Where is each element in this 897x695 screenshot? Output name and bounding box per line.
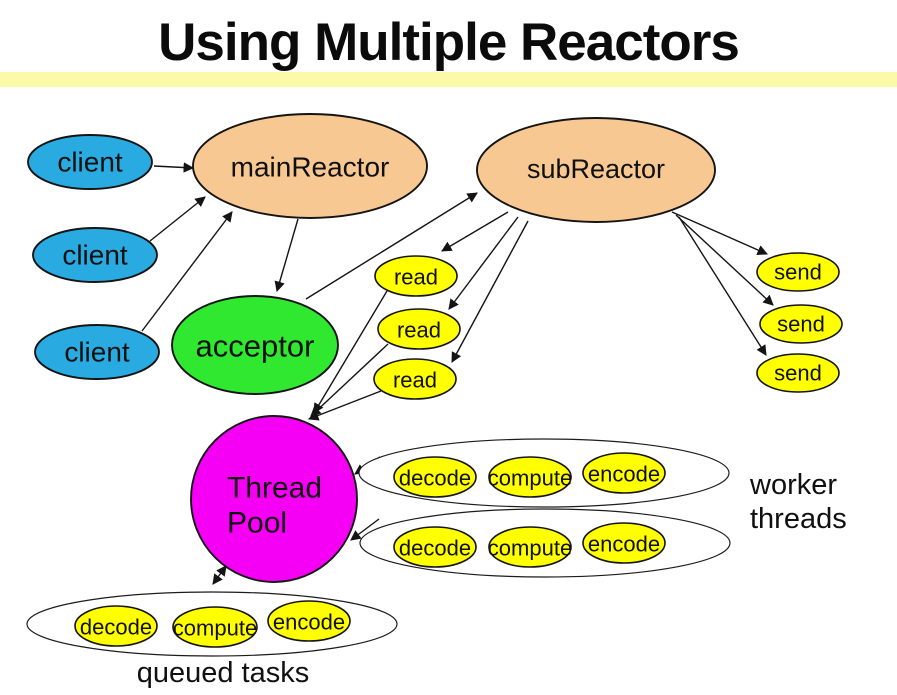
sub-reactor-label: subReactor xyxy=(527,154,665,184)
read-node-2: read xyxy=(377,308,461,350)
encode-ellipse xyxy=(582,522,666,564)
queued-tasks-row: decode compute encode xyxy=(26,591,398,657)
compute-label: compute xyxy=(488,536,572,561)
send-node-3: send xyxy=(756,353,840,393)
client-ellipse xyxy=(32,227,158,283)
title-underline-bar xyxy=(0,72,897,87)
encode-label: encode xyxy=(588,532,660,557)
acceptor-node: acceptor xyxy=(171,295,339,395)
arrow-subreactor-to-read2 xyxy=(448,216,519,310)
arrow-mainreactor-to-acceptor xyxy=(274,218,299,293)
worker-threads-annotation: worker threads xyxy=(749,469,847,535)
arrow-threadpool-queuedtasks xyxy=(212,565,227,585)
main-reactor-label: mainReactor xyxy=(231,152,390,183)
client-label: client xyxy=(57,147,123,178)
worker-thread-row-2: decode compute encode xyxy=(359,508,731,578)
encode-ellipse xyxy=(267,600,351,642)
read-ellipse xyxy=(373,358,457,400)
thread-pool-node: Thread Pool xyxy=(190,415,358,583)
send-label: send xyxy=(777,312,825,337)
send-label: send xyxy=(774,361,822,386)
decode-label: decode xyxy=(399,466,471,491)
decode-label: decode xyxy=(80,615,152,640)
arrow-subreactor-to-read3 xyxy=(451,220,529,363)
sub-reactor-ellipse xyxy=(476,117,716,223)
client-ellipse xyxy=(27,134,153,190)
thread-pool-label-line1: Thread xyxy=(227,472,322,505)
encode-ellipse xyxy=(582,452,666,494)
sub-reactor-node: subReactor xyxy=(476,117,716,223)
read-node-3: read xyxy=(373,358,457,400)
arrow-client3-to-mainreactor xyxy=(141,211,233,332)
compute-label: compute xyxy=(488,466,572,491)
client-label: client xyxy=(64,337,130,368)
main-reactor-node: mainReactor xyxy=(192,113,428,219)
client-node-1: client xyxy=(27,134,153,190)
client-label: client xyxy=(62,240,128,271)
acceptor-ellipse xyxy=(171,295,339,395)
read-ellipse xyxy=(374,255,458,297)
acceptor-label: acceptor xyxy=(196,329,315,364)
encode-label: encode xyxy=(588,462,660,487)
arrow-worker2-to-threadpool xyxy=(350,518,380,541)
arrow-acceptor-to-subreactor xyxy=(305,192,478,300)
thread-pool-label-line2: Pool xyxy=(227,507,287,540)
send-ellipse xyxy=(759,304,843,344)
client-node-3: client xyxy=(34,324,160,380)
decode-ellipse xyxy=(393,456,477,498)
decode-label: decode xyxy=(399,536,471,561)
read-label: read xyxy=(394,265,438,290)
arrow-client2-to-mainreactor xyxy=(149,196,206,242)
queued-tasks-label: queued tasks xyxy=(137,657,310,689)
edges xyxy=(141,162,774,585)
client-ellipse xyxy=(34,324,160,380)
read-node-1: read xyxy=(374,255,458,297)
client-node-2: client xyxy=(32,227,158,283)
compute-ellipse xyxy=(488,456,572,498)
send-label: send xyxy=(774,260,822,285)
compute-ellipse xyxy=(488,526,572,568)
compute-ellipse xyxy=(172,606,258,648)
worker-thread-row-1: decode compute encode xyxy=(358,438,730,508)
send-ellipse xyxy=(756,353,840,393)
read-ellipse xyxy=(377,308,461,350)
worker-threads-label-line2: threads xyxy=(750,503,847,535)
main-reactor-ellipse xyxy=(192,113,428,219)
arrow-read2-to-threadpool xyxy=(310,343,389,417)
worker-threads-label-line1: worker xyxy=(749,469,837,501)
read-label: read xyxy=(393,368,437,393)
send-ellipse xyxy=(756,252,840,292)
arrow-client1-to-mainreactor xyxy=(153,162,195,173)
compute-label: compute xyxy=(173,616,257,641)
decode-ellipse xyxy=(393,526,477,568)
decode-ellipse xyxy=(74,605,158,647)
slide-title: Using Multiple Reactors xyxy=(158,13,740,72)
encode-label: encode xyxy=(273,610,345,635)
arrow-read1-to-threadpool xyxy=(313,290,388,414)
arrow-subreactor-to-send2 xyxy=(675,214,774,306)
thread-pool-circle xyxy=(190,415,358,583)
send-node-2: send xyxy=(759,304,843,344)
send-node-1: send xyxy=(756,252,840,292)
read-label: read xyxy=(397,318,441,343)
arrow-subreactor-to-send3 xyxy=(678,216,767,356)
arrow-subreactor-to-read1 xyxy=(441,211,509,252)
arrow-subreactor-to-send1 xyxy=(671,211,768,255)
arrow-read3-to-threadpool xyxy=(308,390,382,421)
